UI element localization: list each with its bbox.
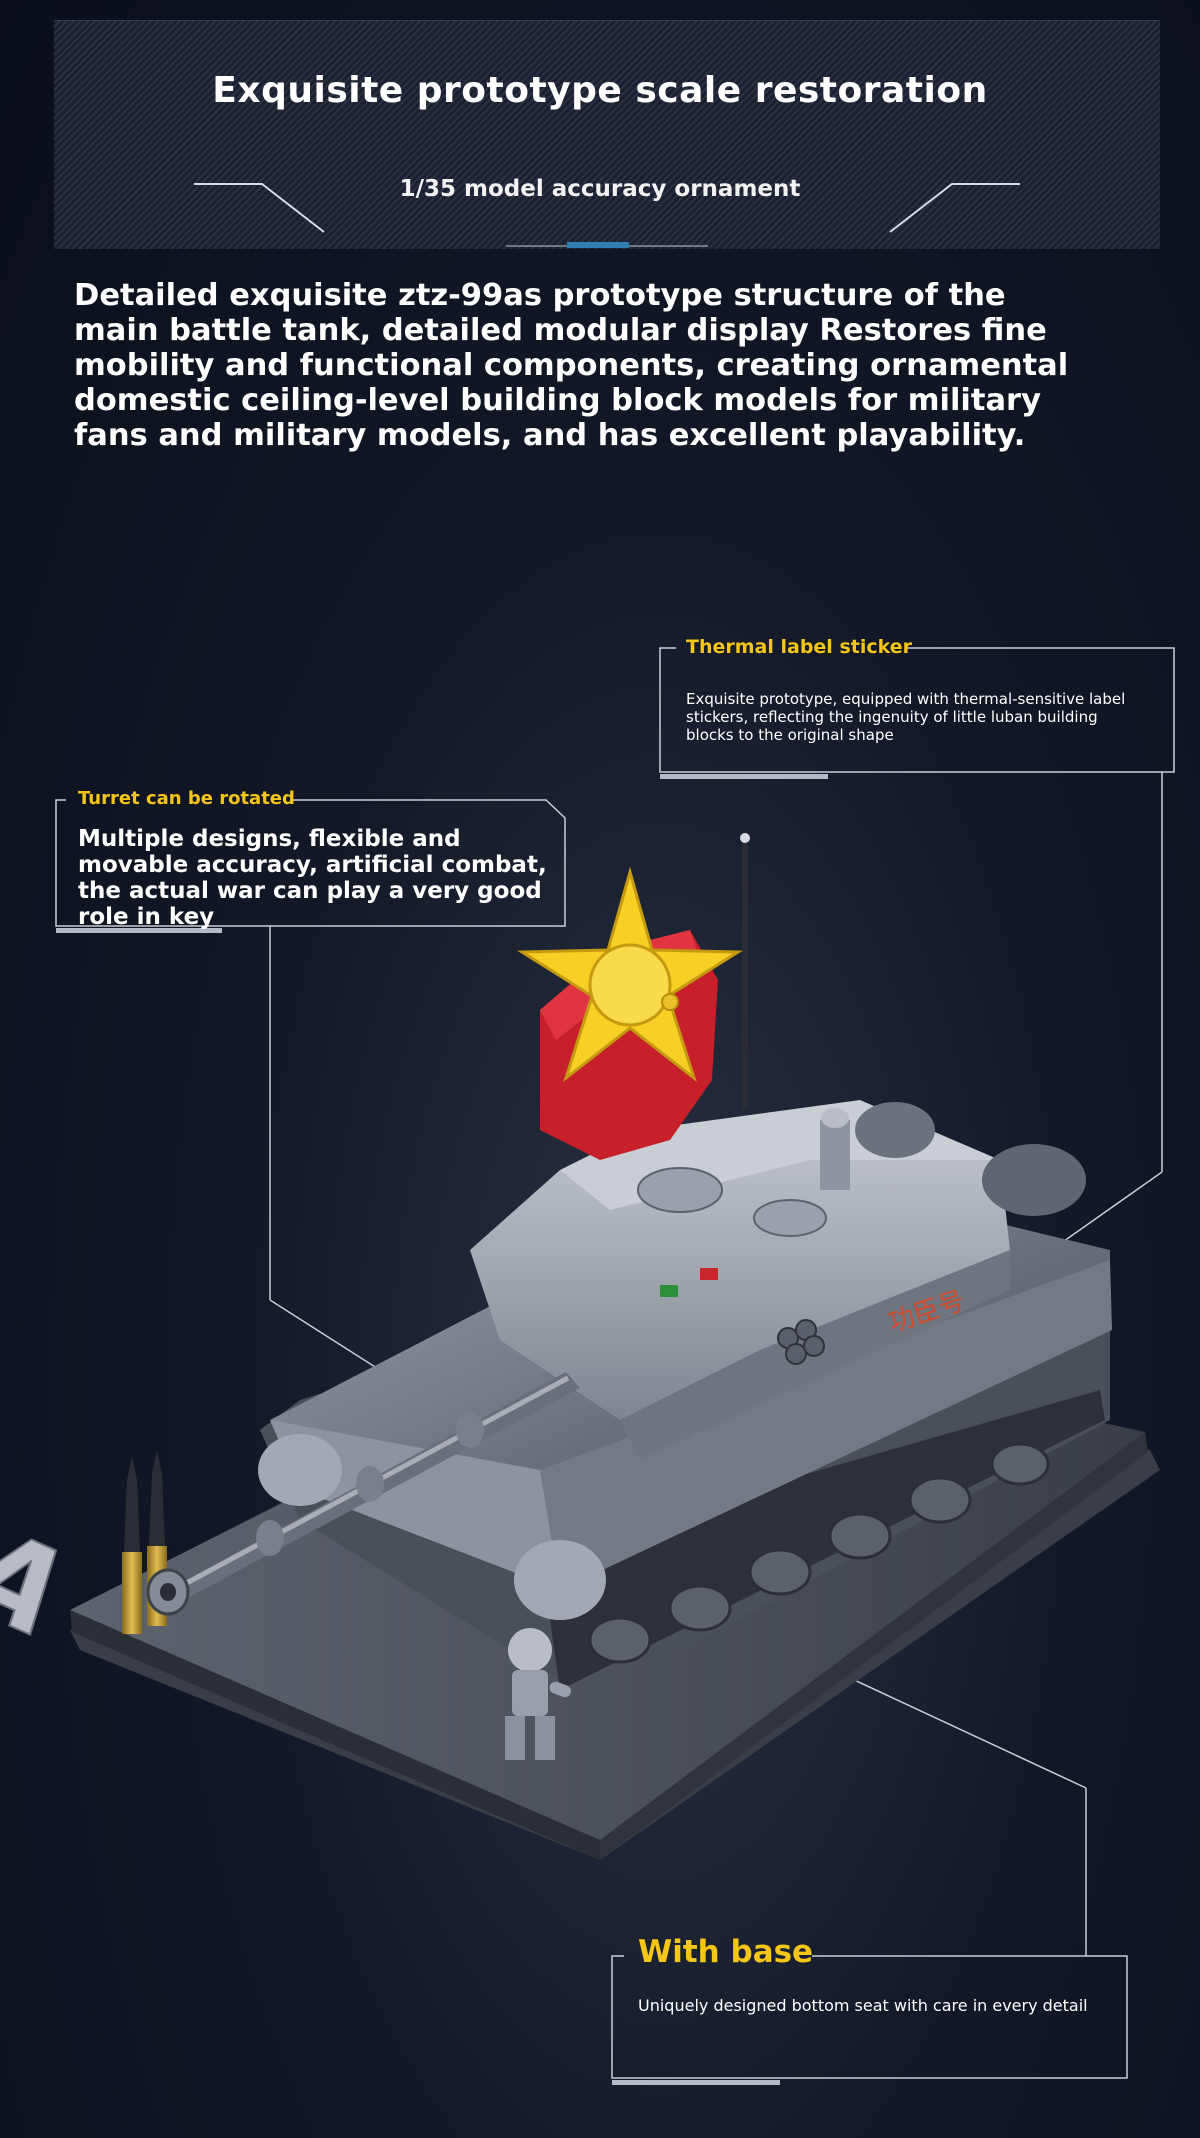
intro-paragraph: Detailed exquisite ztz-99as prototype st… [74,278,1069,453]
flag-star-ornament [516,866,744,1160]
base-callout-text: Uniquely designed bottom seat with care … [638,1996,1088,2015]
page-subtitle: 1/35 model accuracy ornament [399,176,801,202]
turret-callout-underline [56,928,222,933]
turret-callout-title: Turret can be rotated [78,788,295,809]
tank-model: 功臣号 [146,833,1112,1690]
thermal-callout-text: Exquisite prototype, equipped with therm… [686,690,1126,744]
ammo-shells [122,1450,167,1634]
base-callout-underline [612,2080,780,2085]
page-title: Exquisite prototype scale restoration [212,70,988,111]
thermal-callout-underline [660,774,828,779]
header-band [54,20,1160,249]
header-decoration [194,183,1020,248]
turret-callout-text: Multiple designs, flexible and movable a… [78,826,547,930]
thermal-callout-title: Thermal label sticker [686,636,912,658]
minifigure [505,1628,571,1760]
base-callout-title: With base [638,1934,814,1970]
